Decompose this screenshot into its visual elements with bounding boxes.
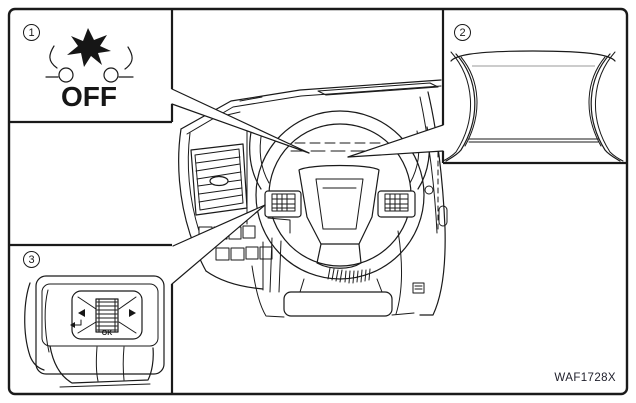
defroster-vent [317, 82, 439, 96]
scroll-wheel [95, 298, 119, 333]
knee-panel [283, 291, 393, 317]
callout-leader-1 [171, 88, 310, 154]
rocker-pad [71, 290, 143, 340]
callout-box-borders [9, 9, 627, 394]
instrument-display-screen [442, 50, 624, 162]
callout-leader-3 [171, 204, 266, 285]
ok-label: OK [101, 330, 113, 337]
off-label: OFF [61, 81, 117, 112]
callout-leader-2 [347, 124, 444, 158]
impact-star-icon [67, 28, 111, 67]
figure-code: WAF1728X [554, 372, 616, 384]
figure-border [7, 7, 629, 396]
callout-badge-1: 1 [23, 24, 40, 41]
rim-hatching [327, 267, 371, 284]
steering-wheel [255, 110, 425, 293]
dash-knob [424, 185, 434, 195]
callout-badge-3: 3 [23, 251, 40, 268]
left-air-vent [190, 143, 248, 216]
dashboard-illustration [178, 79, 448, 318]
vent-knob [209, 175, 229, 187]
collision-warning-off-icon [45, 28, 134, 83]
steering-wheel-ok-switch [24, 275, 165, 388]
callout-badge-2: 2 [454, 24, 471, 41]
right-spoke-switch [377, 190, 416, 218]
left-spoke-switch [264, 190, 302, 234]
right-arrow-icon [129, 309, 136, 317]
label-mark-icon [412, 282, 425, 294]
left-arrow-icon [78, 309, 85, 317]
steering-hub [298, 164, 380, 269]
back-arrow-icon [70, 319, 82, 328]
